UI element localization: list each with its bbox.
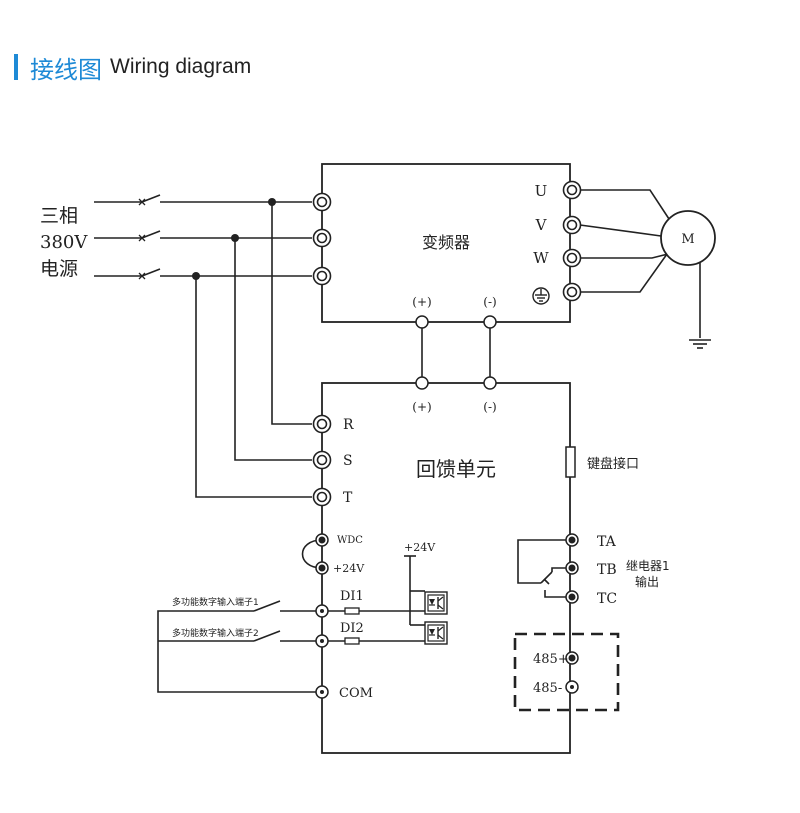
rs485-dashed-box (513, 632, 620, 712)
power-label-line2: 380V (40, 232, 88, 253)
power-label-line3: 电源 (40, 258, 78, 280)
inverter-output-terminal-v (562, 215, 582, 235)
inverter-output-u-label: U (535, 182, 548, 200)
feedback-input-terminal-r (312, 414, 332, 434)
feedback-input-wires (192, 198, 312, 498)
motor-ground-icon (688, 339, 712, 349)
relay-label-line1: 继电器1 (626, 559, 670, 573)
rs485-minus-label: 485- (533, 681, 562, 696)
di1-resistor (344, 607, 360, 615)
di2-optocoupler-icon (424, 621, 448, 645)
inverter-output-w-label: W (533, 249, 549, 267)
wdc-terminal (318, 536, 326, 544)
input-switch-l3 (94, 268, 312, 280)
inverter-dc-minus-label: (-) (483, 295, 496, 309)
com-terminal (320, 690, 324, 694)
heading-accent-bar (14, 54, 18, 80)
inverter-dc-plus-label: (+) (412, 295, 431, 309)
feedback-input-r-label: R (343, 417, 354, 433)
di2-description: 多功能数字输入端子2 (172, 627, 259, 639)
ta-terminal (568, 536, 576, 544)
feedback-dc-minus-label: (-) (483, 400, 496, 414)
opto-supply-label: +24V (404, 541, 436, 554)
ta-label: TA (597, 534, 617, 550)
keypad-interface-label: 键盘接口 (587, 456, 639, 472)
di1-description: 多功能数字输入端子1 (172, 596, 259, 608)
tb-terminal (568, 564, 576, 572)
input-switch-l1 (94, 194, 312, 206)
feedback-unit-label: 回馈单元 (416, 457, 496, 481)
inverter-input-terminal-2 (312, 228, 332, 248)
di1-terminal (320, 609, 324, 613)
rs485-plus-terminal (568, 654, 576, 662)
di1-label: DI1 (340, 589, 364, 604)
opto-supply-wiring (404, 555, 425, 626)
wdc-label: WDC (337, 535, 363, 546)
keypad-connector (565, 446, 576, 478)
motor-label: M (681, 232, 694, 247)
motor-symbol (660, 210, 716, 266)
heading-title-en: Wiring diagram (110, 55, 252, 78)
inverter-ground-symbol (532, 287, 550, 305)
relay-contact-symbol (517, 539, 572, 598)
relay-label-line2: 输出 (635, 574, 659, 589)
di1-optocoupler-icon (424, 591, 448, 615)
p24v-terminal (318, 564, 326, 572)
feedback-dc-minus-terminal (483, 376, 497, 390)
di2-terminal (320, 639, 324, 643)
diagram-heading: 接线图 Wiring diagram (14, 50, 251, 84)
feedback-dc-plus-label: (+) (412, 400, 431, 414)
feedback-input-t-label: T (343, 490, 353, 506)
inverter-dc-plus-terminal (415, 315, 429, 329)
input-switch-l2 (94, 230, 312, 242)
tc-label: TC (597, 591, 617, 607)
p24v-terminal-label: +24V (333, 562, 365, 575)
heading-title-cn: 接线图 (30, 55, 102, 84)
rs485-plus-label: 485+ (533, 652, 569, 667)
inverter-output-terminal-pe (562, 282, 582, 302)
feedback-input-terminal-t (312, 487, 332, 507)
digital-input-switches (157, 600, 316, 693)
tb-label: TB (597, 562, 617, 578)
inverter-input-terminal-3 (312, 266, 332, 286)
inverter-output-v-label: V (535, 216, 548, 234)
inverter-dc-minus-terminal (483, 315, 497, 329)
di2-resistor (344, 637, 360, 645)
di2-label: DI2 (340, 621, 364, 636)
feedback-dc-plus-terminal (415, 376, 429, 390)
inverter-output-terminal-u (562, 180, 582, 200)
motor-wiring (579, 189, 701, 338)
rs485-minus-terminal (570, 685, 574, 689)
com-label: COM (339, 686, 373, 701)
inverter-label: 变频器 (422, 233, 470, 252)
feedback-input-terminal-s (312, 450, 332, 470)
tc-terminal (568, 593, 576, 601)
inverter-output-terminal-w (562, 248, 582, 268)
feedback-input-s-label: S (343, 453, 353, 469)
inverter-input-terminal-1 (312, 192, 332, 212)
power-label-line1: 三相 (40, 205, 78, 227)
